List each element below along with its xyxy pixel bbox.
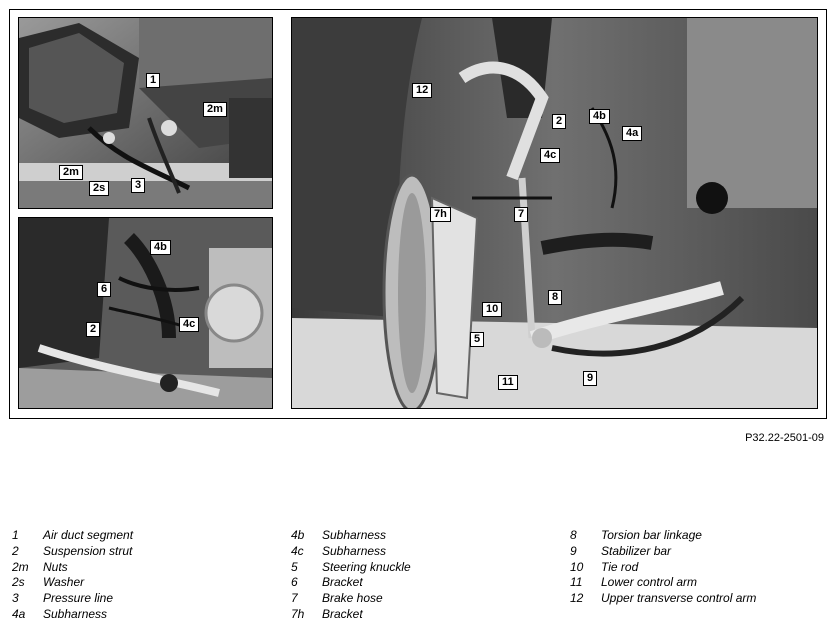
callout-10: 10 [482, 302, 503, 317]
legend-key: 7 [291, 591, 298, 606]
figure-reference: P32.22-2501-09 [745, 432, 824, 444]
legend-key: 1 [12, 528, 19, 542]
callout-4b: 4b [150, 240, 171, 255]
legend-key: 6 [291, 575, 298, 590]
legend-item: 11 Lower control arm [570, 575, 830, 591]
legend-text: Tie rod [601, 559, 639, 574]
photo-suspension: 12 2 4b 4a 4c 7h 7 10 8 5 11 9 [291, 17, 818, 409]
legend-key: 2 [12, 543, 19, 558]
legend-text: Nuts [43, 559, 68, 574]
legend-key: 11 [570, 575, 583, 590]
legend-text: Steering knuckle [322, 559, 411, 574]
callout-3: 3 [131, 178, 146, 193]
legend-text: Torsion bar linkage [601, 528, 702, 542]
legend-text: Lower control arm [601, 575, 698, 590]
photo-air-duct: 1 2m 2m 2s 3 [18, 17, 273, 209]
legend-key: 3 [12, 591, 19, 606]
legend-key: 7h [291, 606, 305, 621]
photo-air-duct-image [19, 18, 272, 208]
callout-8: 8 [548, 290, 563, 305]
legend-column-1: 1 Air duct segment 2 Suspension strut 2m Nu… [12, 528, 272, 623]
legend-key: 9 [570, 543, 577, 558]
legend-text: Stabilizer bar [601, 543, 672, 558]
legend-item: 1 Air duct segment [12, 528, 272, 544]
callout-2s: 2s [89, 181, 110, 196]
callout-4b-right: 4b [589, 109, 610, 124]
legend-key: 8 [570, 528, 577, 542]
callout-1: 1 [146, 73, 161, 88]
legend-key: 4b [291, 528, 305, 542]
legend-key: 2s [12, 575, 25, 590]
legend-text: Bracket [322, 606, 363, 621]
figure-frame: 1 2m 2m 2s 3 4b 6 2 4c [9, 9, 827, 419]
callout-6: 6 [97, 282, 112, 297]
callout-4c: 4c [179, 317, 200, 332]
legend-item: 5 Steering knuckle [291, 560, 551, 576]
legend-key: 4c [291, 543, 304, 558]
legend-column-3: 8 Torsion bar linkage 9 Stabilizer bar 10 T… [570, 528, 830, 607]
callout-2m-top: 2m [203, 102, 227, 117]
callout-5: 5 [470, 332, 485, 347]
legend-item: 10 Tie rod [570, 560, 830, 576]
callout-9: 9 [583, 371, 598, 386]
legend-text: Subharness [43, 606, 108, 621]
legend-text: Pressure line [43, 591, 114, 606]
callout-7: 7 [514, 207, 529, 222]
legend-key: 2m [12, 559, 29, 574]
callout-2: 2 [86, 322, 101, 337]
legend-item: 4a Subharness [12, 607, 272, 623]
photo-suspension-image [292, 18, 817, 408]
photo-harness-image [19, 218, 272, 408]
legend-text: Subharness [322, 543, 387, 558]
callout-2m-left: 2m [59, 165, 83, 180]
legend-text: Bracket [322, 575, 363, 590]
legend-item: 2s Washer [12, 575, 272, 591]
legend-text: Brake hose [322, 591, 383, 606]
photo-harness: 4b 6 2 4c [18, 217, 273, 409]
legend-text: Washer [43, 575, 85, 590]
legend-item: 7h Bracket [291, 607, 551, 623]
callout-2-right: 2 [552, 114, 567, 129]
legend-item: 9 Stabilizer bar [570, 544, 830, 560]
legend-key: 12 [570, 591, 584, 606]
legend-item: 4b Subharness [291, 528, 551, 544]
legend-text: Subharness [322, 528, 387, 542]
legend-item: 12 Upper transverse control arm [570, 591, 830, 607]
legend-item: 3 Pressure line [12, 591, 272, 607]
legend-text: Air duct segment [43, 528, 134, 542]
legend-item: 6 Bracket [291, 575, 551, 591]
callout-4c-right: 4c [540, 148, 561, 163]
callout-7h: 7h [430, 207, 451, 222]
legend-item: 8 Torsion bar linkage [570, 528, 830, 544]
legend-item: 7 Brake hose [291, 591, 551, 607]
callout-4a: 4a [622, 126, 643, 141]
legend-key: 5 [291, 559, 298, 574]
legend-text: Suspension strut [43, 543, 133, 558]
legend-item: 4c Subharness [291, 544, 551, 560]
legend-key: 10 [570, 559, 584, 574]
callout-12: 12 [412, 83, 433, 98]
legend-text: Upper transverse control arm [601, 591, 757, 606]
legend-key: 4a [12, 606, 26, 621]
callout-11: 11 [498, 375, 518, 390]
legend-item: 2 Suspension strut [12, 544, 272, 560]
legend-item: 2m Nuts [12, 560, 272, 576]
